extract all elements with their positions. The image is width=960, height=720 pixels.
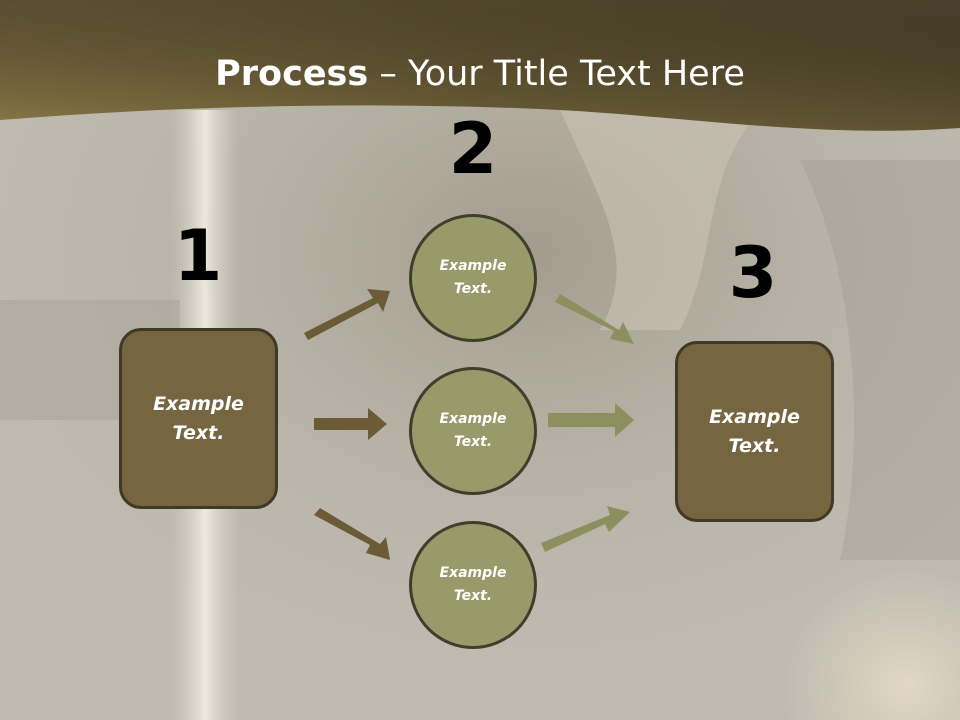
circle-bottom-line1: Example [439,565,507,581]
step-1-label-line2: Text. [172,421,225,444]
arrow-middle-to-3 [548,403,634,437]
title-rest: – Your Title Text Here [368,54,745,94]
arrow-1-to-top [304,289,390,340]
circle-middle-line2: Text. [453,434,493,450]
step-3-label-line1: Example [709,405,800,428]
step-3-label-line2: Text. [728,434,781,457]
arrow-1-to-bottom [314,508,390,560]
arrow-1-to-middle [314,408,387,440]
circle-middle-line1: Example [439,411,507,427]
circle-top-line1: Example [439,258,507,274]
step-number-2: 2 [448,108,498,190]
step-number-3: 3 [728,232,778,314]
arrow-top-to-3 [555,294,634,344]
circle-top-line2: Text. [453,281,493,297]
arrow-bottom-to-3 [541,506,630,552]
circle-bottom-line2: Text. [453,588,493,604]
title-bold: Process [215,54,369,94]
slide-title: Process – Your Title Text Here [0,50,960,98]
step-1-label-line1: Example [153,392,244,415]
step-number-1: 1 [173,215,223,297]
